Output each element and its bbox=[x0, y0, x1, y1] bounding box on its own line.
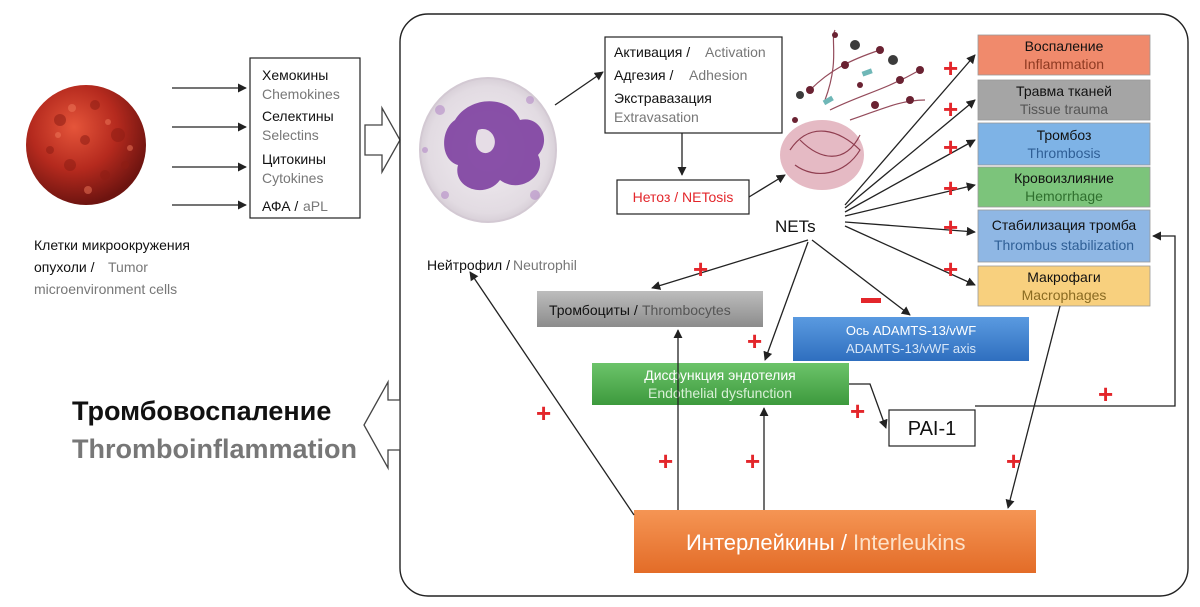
svg-text:+: + bbox=[943, 53, 958, 83]
neutrophil-image bbox=[419, 77, 557, 223]
outcome-thrombosis: Тромбоз Thrombosis bbox=[977, 122, 1151, 166]
signal-en-apl: aPL bbox=[303, 198, 328, 214]
arrow-neutrophil-activation bbox=[554, 71, 604, 106]
nets-image bbox=[780, 29, 926, 190]
plus-pai-thrombus: + bbox=[1098, 379, 1113, 409]
adhesion-en: Adhesion bbox=[689, 67, 747, 83]
main-frame bbox=[399, 13, 1189, 597]
plus-il-endothelial: + bbox=[745, 446, 760, 476]
hollow-arrow-left bbox=[363, 379, 401, 471]
extravasation-en: Extravasation bbox=[614, 109, 699, 125]
outcome-en-thrombus-stabilization: Thrombus stabilization bbox=[994, 237, 1134, 253]
pai-label: PAI-1 bbox=[908, 418, 957, 440]
thrombocytes-en: Thrombocytes bbox=[642, 302, 731, 318]
plus-il-neutrophil: + bbox=[536, 398, 551, 428]
nets-outcome-arrows bbox=[844, 54, 976, 286]
outcome-ru-thrombosis: Тромбоз bbox=[1037, 127, 1092, 143]
interleukins-box bbox=[634, 510, 1036, 573]
interleukins-en: Interleukins bbox=[853, 530, 966, 555]
outcome-ru-macrophages: Макрофаги bbox=[1027, 269, 1101, 285]
signal-ru-apl: АФА / bbox=[262, 198, 298, 214]
outcome-plus-signs: + + + + + + bbox=[943, 53, 958, 284]
outcome-ru-tissue-trauma: Травма тканей bbox=[1016, 83, 1112, 99]
pai-box bbox=[888, 409, 976, 447]
endothelial-en: Endothelial dysfunction bbox=[648, 385, 792, 401]
signal-en-chemokines: Chemokines bbox=[262, 86, 340, 102]
adamts-ru: Ось ADAMTS-13/vWF bbox=[846, 323, 976, 338]
main-label-en: Thromboinflammation bbox=[72, 434, 357, 464]
endothelial-ru: Дисфункция эндотелия bbox=[644, 367, 796, 383]
extravasation-ru: Экстравазация bbox=[614, 90, 712, 106]
nets-label: NETs bbox=[775, 217, 816, 236]
svg-text:+: + bbox=[943, 254, 958, 284]
signal-en-cytokines: Cytokines bbox=[262, 170, 323, 186]
svg-text:+: + bbox=[943, 94, 958, 124]
plus-pai: + bbox=[850, 396, 865, 426]
adamts-box bbox=[793, 317, 1029, 361]
nets-downstream-arrows bbox=[651, 239, 911, 361]
outcome-en-inflammation: Inflammation bbox=[1024, 56, 1104, 72]
thrombocytes-box bbox=[537, 291, 763, 327]
arrow-endothelial-pai bbox=[849, 383, 888, 429]
neutrophil-label-ru: Нейтрофил / bbox=[427, 257, 510, 273]
outcome-en-macrophages: Macrophages bbox=[1022, 287, 1107, 303]
outcome-ru-thrombus-stabilization: Стабилизация тромба bbox=[992, 217, 1137, 233]
tumor-cell-image bbox=[26, 85, 146, 205]
main-label-ru: Тромбовоспаление bbox=[72, 396, 331, 426]
activation-box bbox=[604, 36, 783, 134]
tumor-label-ru2: опухоли / bbox=[34, 259, 95, 275]
adhesion-ru: Адгезия / bbox=[614, 67, 673, 83]
signal-ru-selectins: Селектины bbox=[262, 108, 334, 124]
plus-thrombocytes: + bbox=[693, 254, 708, 284]
thrombocytes-ru: Тромбоциты / bbox=[549, 302, 638, 318]
outcome-ru-hemorrhage: Кровоизлияние bbox=[1014, 170, 1114, 186]
outcome-ru-inflammation: Воспаление bbox=[1025, 38, 1104, 54]
tumor-label-en: Tumor bbox=[108, 259, 148, 275]
netosis-label: Нетоз / NETosis bbox=[633, 189, 734, 205]
neutrophil-label-en: Neutrophil bbox=[513, 257, 577, 273]
outcome-tissue-trauma: Травма тканей Tissue trauma bbox=[977, 79, 1151, 121]
hollow-arrow-right bbox=[364, 105, 401, 175]
outcome-thrombus-stabilization: Стабилизация тромба Thrombus stabilizati… bbox=[977, 209, 1151, 263]
tumor-label-ru: Клетки микроокружения bbox=[34, 237, 190, 253]
outcome-en-thrombosis: Thrombosis bbox=[1027, 145, 1100, 161]
adamts-en: ADAMTS-13/vWF axis bbox=[846, 341, 977, 356]
signal-ru-chemokines: Хемокины bbox=[262, 67, 328, 83]
signal-arrows bbox=[172, 83, 247, 210]
arrow-netosis-nets bbox=[748, 174, 786, 198]
interleukins-ru: Интерлейкины / bbox=[686, 530, 848, 555]
svg-text:+: + bbox=[943, 132, 958, 162]
signals-box bbox=[249, 57, 361, 219]
signal-en-selectins: Selectins bbox=[262, 127, 319, 143]
outcome-en-hemorrhage: Hemorrhage bbox=[1025, 188, 1103, 204]
activation-ru: Активация / bbox=[614, 44, 690, 60]
plus-macrophages: + bbox=[1006, 446, 1021, 476]
plus-il-thrombocytes: + bbox=[658, 446, 673, 476]
outcome-en-tissue-trauma: Tissue trauma bbox=[1020, 101, 1108, 117]
plus-endothelial: + bbox=[747, 326, 762, 356]
svg-text:+: + bbox=[943, 212, 958, 242]
activation-en: Activation bbox=[705, 44, 766, 60]
outcome-hemorrhage: Кровоизлияние Hemorrhage bbox=[977, 166, 1151, 208]
arrow-pai-thrombus bbox=[975, 231, 1176, 407]
outcome-macrophages: Макрофаги Macrophages bbox=[977, 265, 1151, 307]
outcome-inflammation: Воспаление Inflammation bbox=[977, 34, 1151, 76]
signal-ru-cytokines: Цитокины bbox=[262, 151, 326, 167]
tumor-label-en2: microenvironment cells bbox=[34, 281, 177, 297]
svg-text:+: + bbox=[943, 173, 958, 203]
minus-adamts bbox=[861, 298, 881, 303]
arrow-macrophages-interleukins bbox=[1005, 305, 1061, 509]
interleukins-up-arrows bbox=[469, 271, 769, 516]
endothelial-box bbox=[592, 363, 849, 405]
